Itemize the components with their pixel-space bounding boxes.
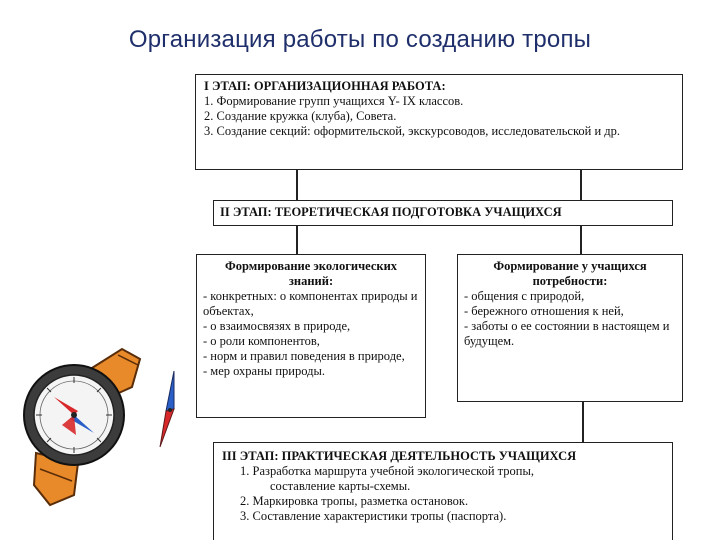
page-title: Организация работы по созданию тропы [128,26,592,53]
needs-item: - общения с природой, [464,289,585,303]
stage-3-item: 3. Составление характеристики тропы (пас… [240,509,507,523]
stage-3-item: 2. Маркировка тропы, разметка остановок. [240,494,469,508]
connector-line [580,170,582,200]
connector-line [296,170,298,200]
stage-3-heading: III ЭТАП: ПРАКТИЧЕСКАЯ ДЕЯТЕЛЬНОСТЬ УЧАЩ… [222,449,577,463]
student-needs-box: Формирование у учащихся потребности: - о… [457,254,683,402]
ecological-knowledge-box: Формирование экологических знаний: - кон… [196,254,426,418]
student-needs-heading: Формирование у учащихся потребности: [493,259,647,288]
stage-2-box: II ЭТАП: ТЕОРЕТИЧЕСКАЯ ПОДГОТОВКА УЧАЩИХ… [213,200,673,226]
stage-1-item: 2. Создание кружка (клуба), Совета. [204,109,397,123]
stage-1-item: 1. Формирование групп учащихся Y- IX кла… [204,94,464,108]
connector-line [582,402,584,442]
knowledge-item: - о роли компонентов, [203,334,320,348]
connector-line [580,226,582,254]
ecological-knowledge-heading: Формирование экологических знаний: [224,259,398,288]
knowledge-item: - конкретных: о компонентах природы и об… [203,289,418,318]
stage-3-item: 1. Разработка маршрута учебной экологиче… [240,464,534,478]
stage-2-heading: II ЭТАП: ТЕОРЕТИЧЕСКАЯ ПОДГОТОВКА УЧАЩИХ… [220,205,562,219]
stage-1-item: 3. Создание секций: оформительской, экск… [204,124,620,138]
stage-1-box: I ЭТАП: ОРГАНИЗАЦИОННАЯ РАБОТА: 1. Форми… [195,74,683,170]
stage-3-item: составление карты-схемы. [270,479,411,493]
knowledge-item: - норм и правил поведения в природе, [203,349,405,363]
compass-needle [54,397,78,415]
stage-3-box: III ЭТАП: ПРАКТИЧЕСКАЯ ДЕЯТЕЛЬНОСТЬ УЧАЩ… [213,442,673,540]
connector-line [296,226,298,254]
knowledge-item: - о взаимосвязях в природе, [203,319,351,333]
compass-illustration [23,347,175,507]
knowledge-item: - мер охраны природы. [203,364,325,378]
needs-item: - бережного отношения к ней, [464,304,624,318]
stage-1-heading: I ЭТАП: ОРГАНИЗАЦИОННАЯ РАБОТА: [204,79,446,93]
needle-icon [165,370,175,412]
needs-item: - заботы о ее состоянии в настоящем и бу… [464,319,670,348]
